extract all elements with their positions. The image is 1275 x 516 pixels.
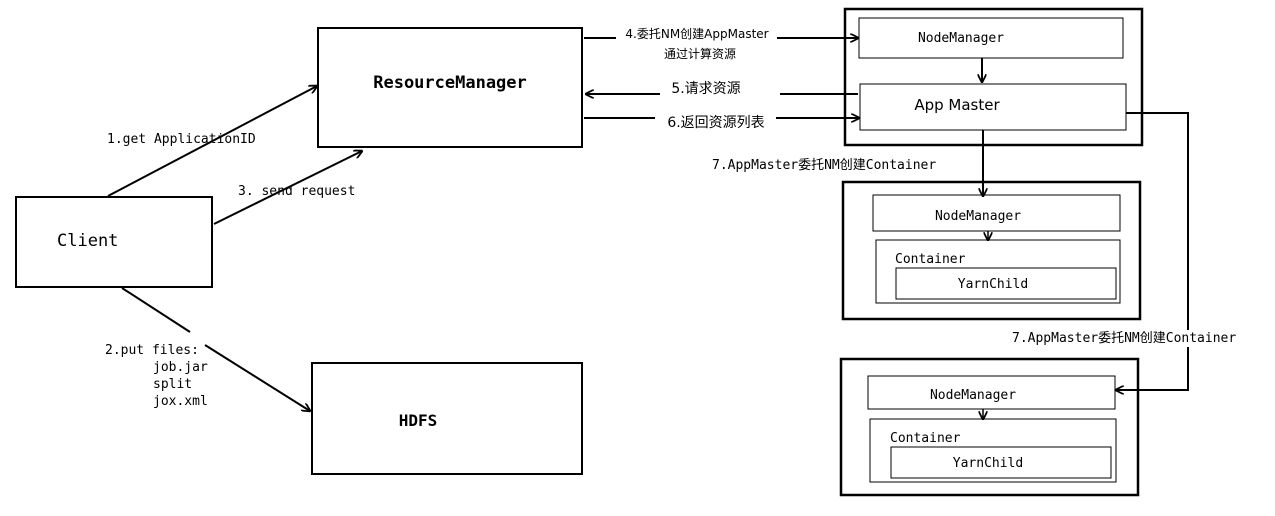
edge-create-appmaster-label-1: 4.委托NM创建AppMaster (625, 27, 768, 41)
node-manager-mid-label: NodeManager (935, 209, 1021, 224)
client-label: Client (57, 231, 118, 251)
edge-get-application-id: 1.get ApplicationID (107, 86, 317, 197)
container-bot-label: Container (890, 431, 961, 446)
edge-create-appmaster: 4.委托NM创建AppMaster 通过计算资源 (584, 27, 858, 61)
resource-manager-node: ResourceManager (317, 27, 583, 148)
edge-create-appmaster-label-2: 通过计算资源 (664, 46, 736, 61)
container-host-group-bot: NodeManager Container YarnChild (839, 357, 1140, 497)
client-node: Client (15, 196, 213, 288)
put-files-split: split (153, 377, 192, 392)
edge-put-files: 2.put files: job.jar split jox.xml (105, 287, 310, 411)
edge-create-container-mid: 7.AppMaster委托NM创建Container (712, 130, 983, 196)
edge-create-container-bot: 7.AppMaster委托NM创建Container (1010, 112, 1272, 390)
hdfs-label: HDFS (399, 411, 438, 430)
container-mid-label: Container (895, 252, 966, 267)
hdfs-node: HDFS (311, 362, 583, 475)
node-manager-top-label: NodeManager (918, 31, 1004, 46)
app-master-label: App Master (914, 96, 1000, 114)
edge-send-request: 3. send request (213, 151, 362, 225)
edge-request-resource-label: 5.请求资源 (671, 81, 740, 97)
container-host-group-mid: NodeManager Container YarnChild (841, 180, 1142, 321)
put-files-title: 2.put files: (105, 343, 199, 358)
edge-create-container-mid-label: 7.AppMaster委托NM创建Container (712, 158, 936, 173)
resource-manager-label: ResourceManager (373, 73, 527, 93)
appmaster-host-group: NodeManager App Master (843, 7, 1144, 147)
put-files-job-jar: job.jar (153, 360, 208, 375)
edge-get-application-id-label: 1.get ApplicationID (107, 132, 256, 147)
node-manager-bot-label: NodeManager (930, 388, 1016, 403)
edge-return-resource-list: 6.返回资源列表 (584, 115, 859, 131)
yarnchild-mid-label: YarnChild (958, 277, 1028, 292)
put-files-jox-xml: jox.xml (153, 394, 208, 409)
edge-send-request-label: 3. send request (238, 184, 355, 199)
edge-return-resource-list-label: 6.返回资源列表 (667, 115, 764, 131)
edge-create-container-bot-label: 7.AppMaster委托NM创建Container (1012, 331, 1236, 346)
yarnchild-bot-label: YarnChild (953, 456, 1023, 471)
edge-request-resource: 5.请求资源 (586, 81, 858, 97)
